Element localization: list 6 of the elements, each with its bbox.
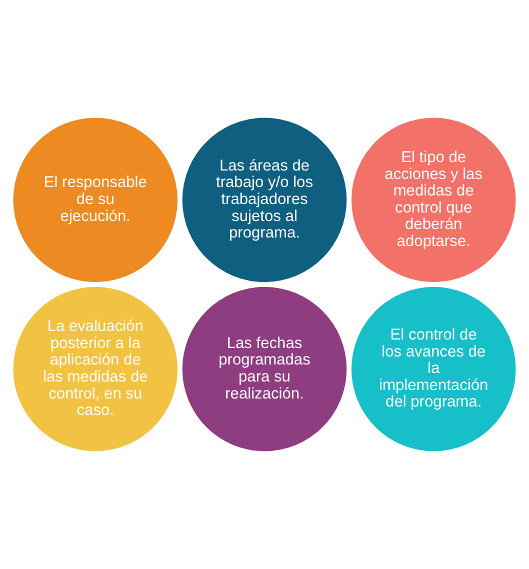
node-circle: La evaluación posterior a la aplicación de las medidas de control, en su caso.	[13, 286, 178, 452]
node-circle: El control de los avances de la implementación del programa.	[351, 286, 516, 452]
node-circle: Las fechas programadas para su realización.	[182, 286, 347, 452]
node-circle: Las áreas de trabajo y/o los trabajadores sujetos al programa.	[182, 118, 347, 282]
node-circle: El responsable de su ejecución.	[13, 118, 178, 282]
node-circle: El tipo de acciones y las medidas de control que deberán adoptarse.	[351, 118, 516, 282]
